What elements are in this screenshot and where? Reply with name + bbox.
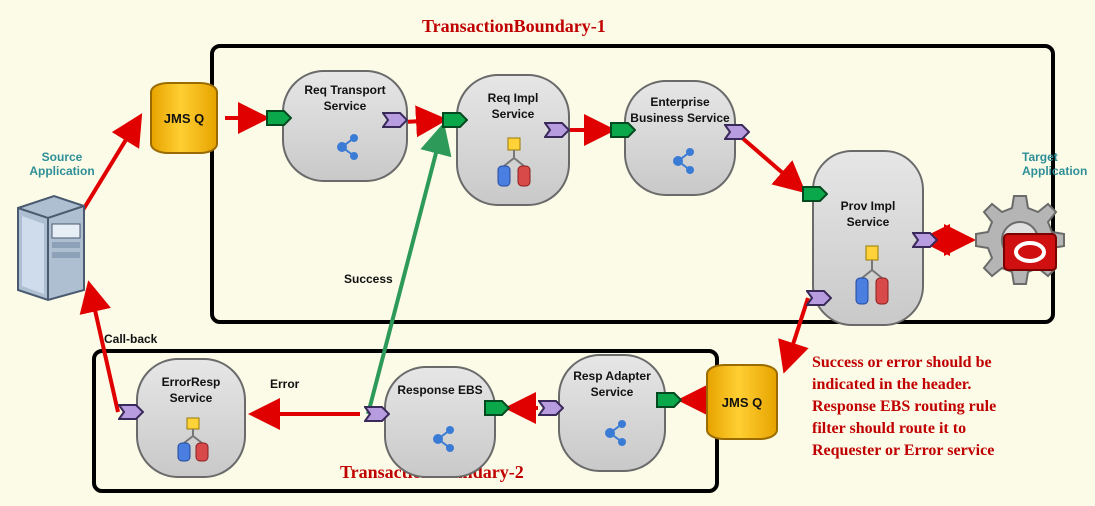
input-port-error-resp bbox=[118, 404, 144, 420]
input-port-ebs bbox=[610, 122, 636, 138]
gear-icon bbox=[975, 195, 1065, 285]
req-impl-service-label: Req Impl Service bbox=[487, 91, 539, 121]
composite-icon bbox=[673, 148, 694, 174]
input-port-req-transport bbox=[266, 110, 292, 126]
error-resp-service-label: ErrorResp Service bbox=[161, 375, 221, 405]
jms-queue-inbound: JMS Q bbox=[150, 82, 218, 154]
routing-note: Success or error should be indicated in … bbox=[812, 354, 997, 459]
source-application-label: Source Application bbox=[29, 150, 95, 178]
req-transport-service-label: Req Transport Service bbox=[304, 83, 386, 113]
req-impl-service: Req Impl Service bbox=[456, 74, 570, 206]
response-ebs-service-label: Response EBS bbox=[397, 383, 483, 397]
error-resp-service: ErrorResp Service bbox=[136, 358, 246, 478]
error-label: Error bbox=[270, 377, 300, 391]
server-icon bbox=[17, 194, 85, 302]
success-label: Success bbox=[344, 272, 393, 286]
output-port-prov-impl-response bbox=[806, 290, 832, 306]
enterprise-business-service: Enterprise Business Service bbox=[624, 80, 736, 196]
transaction-boundary-1 bbox=[210, 44, 1055, 324]
enterprise-business-service-label: Enterprise Business Service bbox=[630, 95, 730, 125]
input-port-response-ebs bbox=[484, 400, 510, 416]
arrow-req-transport-to-req-impl bbox=[403, 105, 448, 138]
output-port-req-transport bbox=[382, 112, 408, 128]
arrow-ebs-to-prov-impl bbox=[738, 134, 807, 194]
transaction-boundary-1-label: TransactionBoundary-1 bbox=[422, 16, 606, 36]
resp-adapter-service-label: Resp Adapter Service bbox=[573, 369, 651, 399]
arrow-error-resp-to-source bbox=[79, 280, 120, 413]
output-port-req-impl bbox=[544, 122, 570, 138]
arrow-success-to-req-impl bbox=[366, 122, 452, 415]
bpel-process-icon bbox=[177, 417, 209, 462]
composite-icon bbox=[433, 426, 454, 452]
input-port-resp-adapter bbox=[656, 392, 682, 408]
output-port-response-ebs bbox=[364, 406, 390, 422]
output-port-ebs bbox=[724, 124, 750, 140]
input-port-prov-impl bbox=[802, 186, 828, 202]
composite-icon bbox=[605, 420, 626, 446]
callback-label: Call-back bbox=[104, 332, 158, 346]
bpel-process-icon bbox=[855, 245, 889, 305]
response-ebs-service: Response EBS bbox=[384, 366, 496, 478]
composite-icon bbox=[337, 134, 358, 160]
input-port-req-impl bbox=[442, 112, 468, 128]
jms-queue-outbound: JMS Q bbox=[706, 364, 778, 440]
target-application-label: Target Application bbox=[1022, 150, 1088, 178]
output-port-resp-adapter bbox=[538, 400, 564, 416]
output-port-prov-impl-target bbox=[912, 232, 938, 248]
resp-adapter-service: Resp Adapter Service bbox=[558, 354, 666, 472]
bpel-process-icon bbox=[497, 137, 531, 187]
prov-impl-service-label: Prov Impl Service bbox=[840, 199, 896, 229]
arrow-prov-impl-to-jms bbox=[778, 297, 810, 374]
